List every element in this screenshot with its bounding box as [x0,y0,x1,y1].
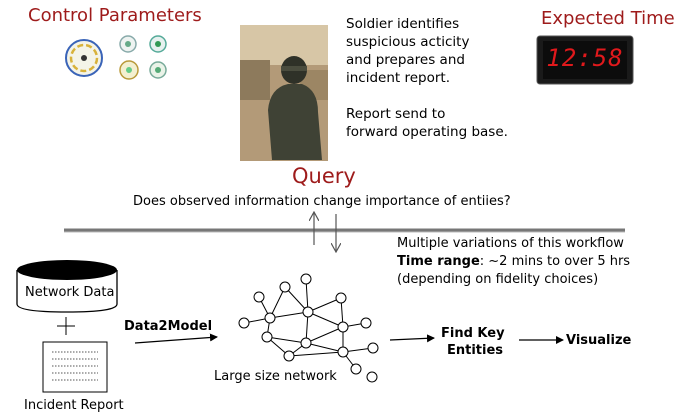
find-key-label-2: Entities [447,343,504,358]
clock-readout: 12:58 [546,44,624,72]
network-graph [238,273,379,383]
scenario-line-2: suspicious acticity [346,34,470,50]
time-range-value: : ~2 mins to over 5 hrs [479,254,631,269]
expected-time-title: Expected Time [541,8,675,29]
network-data-cylinder [16,260,118,313]
fidelity-note: (depending on fidelity choices) [397,272,599,287]
to-find-key-arrow [389,334,435,343]
scenario-line-1: Soldier identifies [346,16,460,32]
network-caption: Large size network [214,369,337,384]
data2model-label: Data2Model [124,319,213,334]
data2model-arrow [134,333,218,344]
find-key-label-1: Find Key [441,326,505,341]
visualize-label: Visualize [566,333,632,348]
scenario-line-3: and prepares and [346,52,465,68]
time-range-line: Time range: ~2 mins to over 5 hrs [397,253,630,270]
incident-report-label: Incident Report [24,398,124,413]
query-question: Does observed information change importa… [133,194,511,209]
workflow-variations: Multiple variations of this workflow [397,236,624,251]
query-title: Query [292,164,356,188]
scenario-line-5: Report send to [346,106,446,122]
control-parameters-title: Control Parameters [28,5,202,26]
time-range-label: Time range [397,254,480,269]
digital-clock [536,35,634,85]
control-parameter-gauges [65,35,167,80]
scenario-line-6: forward operating base. [346,124,508,140]
network-data-label: Network Data [25,285,115,300]
scenario-line-4: incident report. [346,70,451,86]
incident-report-document [42,341,108,393]
soldier-photo [240,25,328,161]
